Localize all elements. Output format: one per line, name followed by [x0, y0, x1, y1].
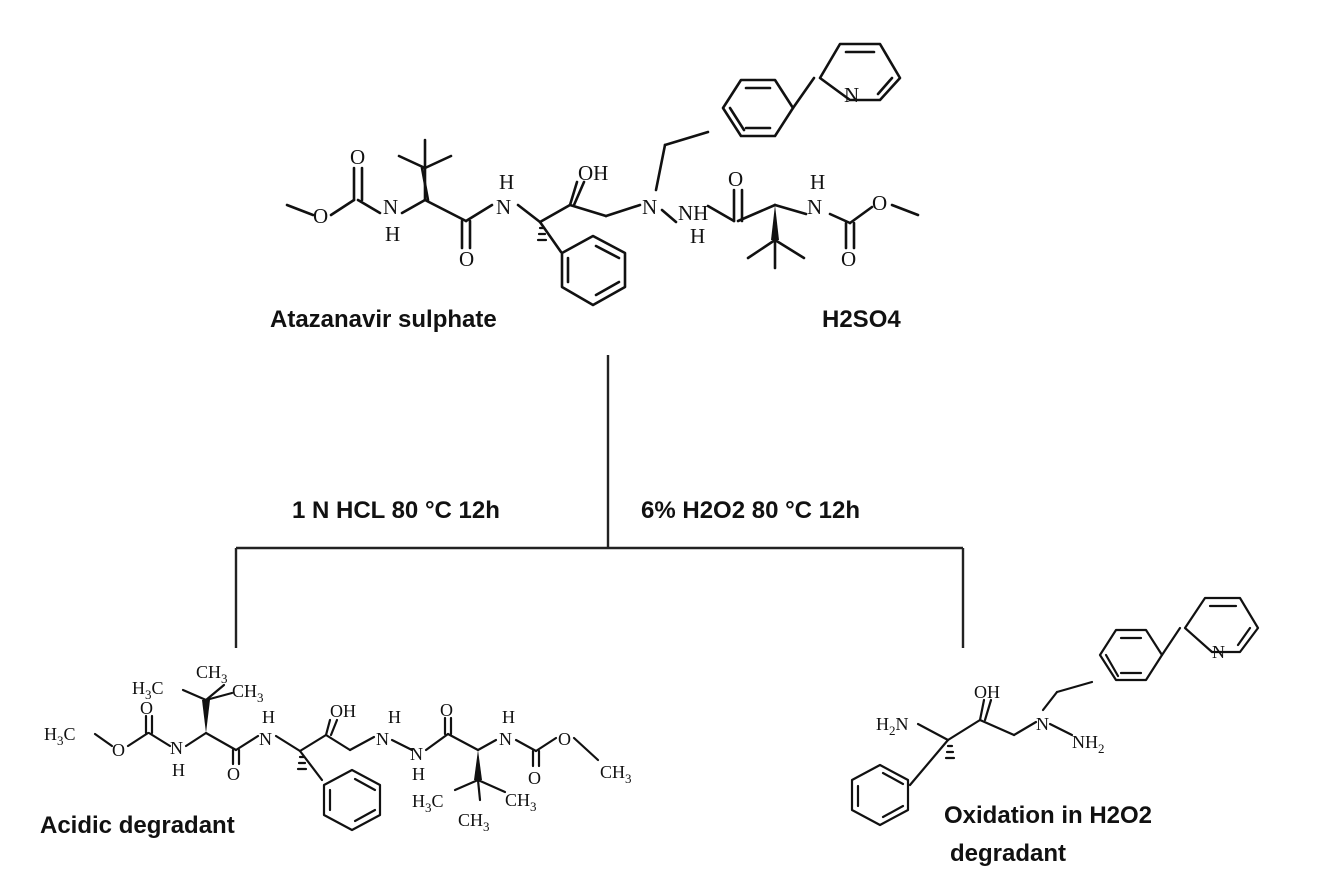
atom-o: O [112, 740, 125, 760]
acidic-degradant-structure: H3C O O N H H3C CH3 CH3 O H N OH H N N H… [44, 662, 632, 834]
atom-o: O [558, 729, 571, 749]
atom-ch3: CH3 [232, 681, 264, 705]
atom-n: N [1036, 714, 1049, 734]
atom-oh: OH [330, 701, 356, 721]
atom-o: O [872, 191, 887, 215]
atom-o: O [440, 700, 453, 720]
atom-o: O [140, 698, 153, 718]
parent-compound-name: Atazanavir sulphate [270, 306, 497, 333]
atom-h: H [385, 222, 400, 246]
atom-nh: NH [678, 201, 708, 225]
atom-o: O [313, 204, 328, 228]
atom-h: H [412, 764, 425, 784]
atom-h2n: H2N [876, 714, 909, 738]
atom-o: O [459, 247, 474, 271]
atom-ch3: CH3 [600, 762, 632, 786]
atom-n: N [170, 738, 183, 758]
atom-o: O [227, 764, 240, 784]
atom-h: H [690, 224, 705, 248]
atom-n: N [383, 195, 398, 219]
atom-n-pyridine: N [1212, 642, 1225, 662]
atom-h: H [810, 170, 825, 194]
atom-n: N [376, 729, 389, 749]
atom-h: H [499, 170, 514, 194]
atom-n: N [642, 195, 657, 219]
atom-h: H [388, 707, 401, 727]
atom-nh2: NH2 [1072, 732, 1105, 756]
atom-o: O [728, 167, 743, 191]
oxidative-degradant-label-line1: Oxidation in H2O2 [944, 802, 1153, 829]
atom-h3c: H3C [44, 724, 76, 748]
atom-n: N [807, 195, 822, 219]
atom-h3c: H3C [132, 678, 164, 702]
atom-h: H [172, 760, 185, 780]
acidic-degradant-label: Acidic degradant [40, 812, 235, 839]
acid-condition-label: 1 N HCL 80 °C 12h [292, 497, 500, 524]
atom-ch3: CH3 [505, 790, 537, 814]
oxidative-degradant-label-line2: degradant [950, 840, 1067, 867]
atom-oh: OH [578, 161, 608, 185]
atom-n: N [259, 729, 272, 749]
reaction-connectors [234, 355, 965, 648]
atom-h: H [502, 707, 515, 727]
atom-ch3: CH3 [196, 662, 228, 686]
atom-h3c: H3C [412, 791, 444, 815]
atom-n: N [499, 729, 512, 749]
atom-ch3: CH3 [458, 810, 490, 834]
atom-o: O [841, 247, 856, 271]
salt-label: H2SO4 [822, 306, 901, 333]
atom-n: N [410, 744, 423, 764]
atom-o: O [350, 145, 365, 169]
oxidative-degradant-structure: H2N OH N NH2 N [850, 596, 1260, 827]
atom-h: H [262, 707, 275, 727]
oxidative-condition-label: 6% H2O2 80 °C 12h [641, 497, 861, 524]
atom-o: O [528, 768, 541, 788]
atom-n: N [496, 195, 511, 219]
atom-oh: OH [974, 682, 1000, 702]
atom-n-pyridine: N [844, 83, 859, 107]
atazanavir-structure: O O N H O H N OH N NH H O H N O O N [285, 42, 920, 307]
